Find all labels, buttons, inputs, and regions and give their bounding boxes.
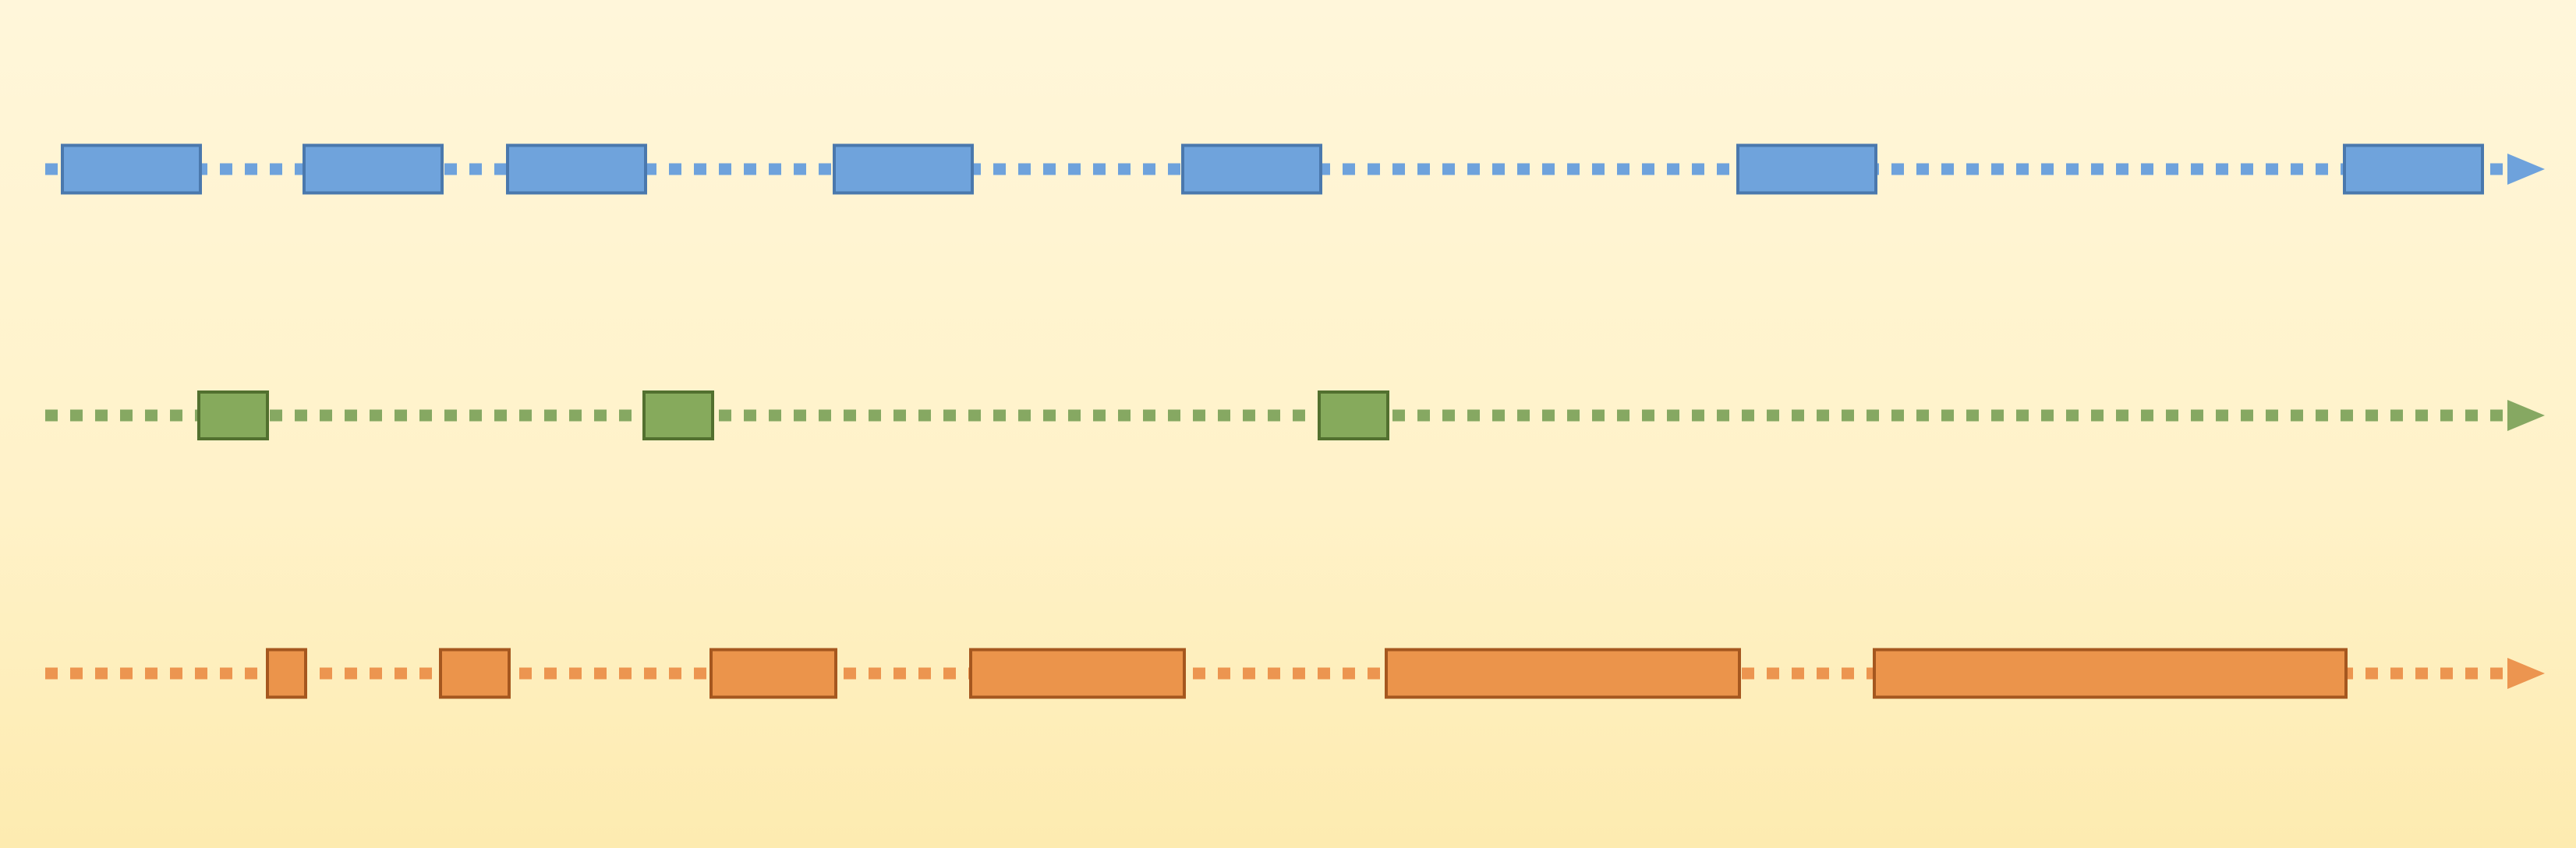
blue-track-arrowhead-icon	[2507, 154, 2545, 185]
blue-segment-7	[2343, 143, 2484, 195]
orange-segment-2	[439, 648, 511, 699]
green-track-arrowhead-icon	[2507, 400, 2545, 431]
blue-segment-4	[833, 143, 974, 195]
blue-segment-5	[1181, 143, 1322, 195]
orange-segment-3	[709, 648, 837, 699]
orange-segment-4	[969, 648, 1186, 699]
green-segment-1	[197, 390, 269, 440]
blue-segment-6	[1736, 143, 1877, 195]
orange-track-arrowhead-icon	[2507, 658, 2545, 689]
orange-segment-6	[1873, 648, 2348, 699]
blue-segment-1	[61, 143, 202, 195]
green-segment-2	[642, 390, 714, 440]
green-segment-3	[1318, 390, 1389, 440]
blue-segment-3	[506, 143, 647, 195]
orange-segment-1	[266, 648, 307, 699]
blue-segment-2	[303, 143, 444, 195]
orange-segment-5	[1385, 648, 1741, 699]
